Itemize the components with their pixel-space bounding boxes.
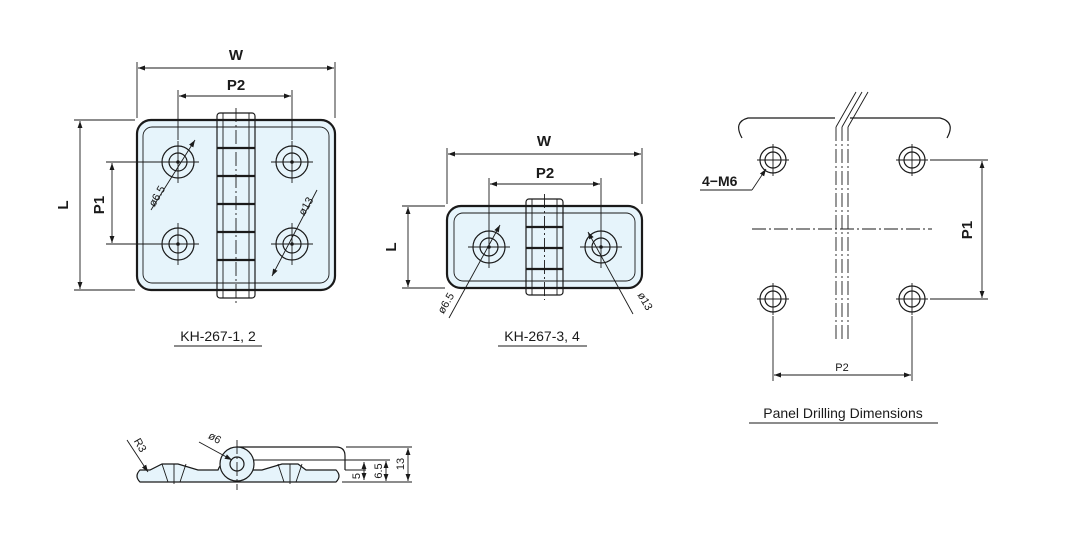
thread-label: 4−M6 xyxy=(702,173,738,189)
pin-label: ø6 xyxy=(206,430,223,447)
dim-p1-label-a: P1 xyxy=(91,196,108,214)
panel-dim-p1-label: P1 xyxy=(959,221,976,239)
hinge-front-view-a: W P2 L P1 ø6.5 ø13 KH-267-1, 2 xyxy=(55,47,337,347)
hole-small-label-b: ø6.5 xyxy=(436,291,457,316)
panel-dim-p2-label: P2 xyxy=(835,362,848,374)
panel-drilling-view: 4−M6 P1 P2 Panel Drilling Dimensions xyxy=(700,91,988,424)
panel-edge xyxy=(738,117,951,139)
hole-large-label-b: ø13 xyxy=(635,290,655,312)
radius-label: R3 xyxy=(131,436,148,454)
drill-hole-top-right xyxy=(896,144,928,176)
dim-l-label-b: L xyxy=(383,242,400,251)
hinge-side-view: 5 6.5 13 R3 ø6 xyxy=(126,430,412,490)
caption-b: KH-267-3, 4 xyxy=(504,328,580,344)
drill-hole-bottom-left xyxy=(757,283,789,315)
dim-p2-label-a: P2 xyxy=(227,77,245,94)
dim-5-label: 5 xyxy=(351,473,363,479)
dim-w-label-b: W xyxy=(537,133,552,150)
dim-13-label: 13 xyxy=(395,458,407,470)
panel-caption: Panel Drilling Dimensions xyxy=(763,405,923,421)
drill-hole-bottom-right xyxy=(896,283,928,315)
dim-w-label-a: W xyxy=(229,47,244,64)
dim-l-label-a: L xyxy=(55,200,72,209)
dim-p2-label-b: P2 xyxy=(536,165,554,182)
hinge-front-view-b: W P2 L ø6.5 ø13 KH-267-3, 4 xyxy=(383,133,655,347)
drill-hole-top-left xyxy=(757,144,789,176)
dim-6-5-label: 6.5 xyxy=(373,463,385,478)
caption-a: KH-267-1, 2 xyxy=(180,328,256,344)
